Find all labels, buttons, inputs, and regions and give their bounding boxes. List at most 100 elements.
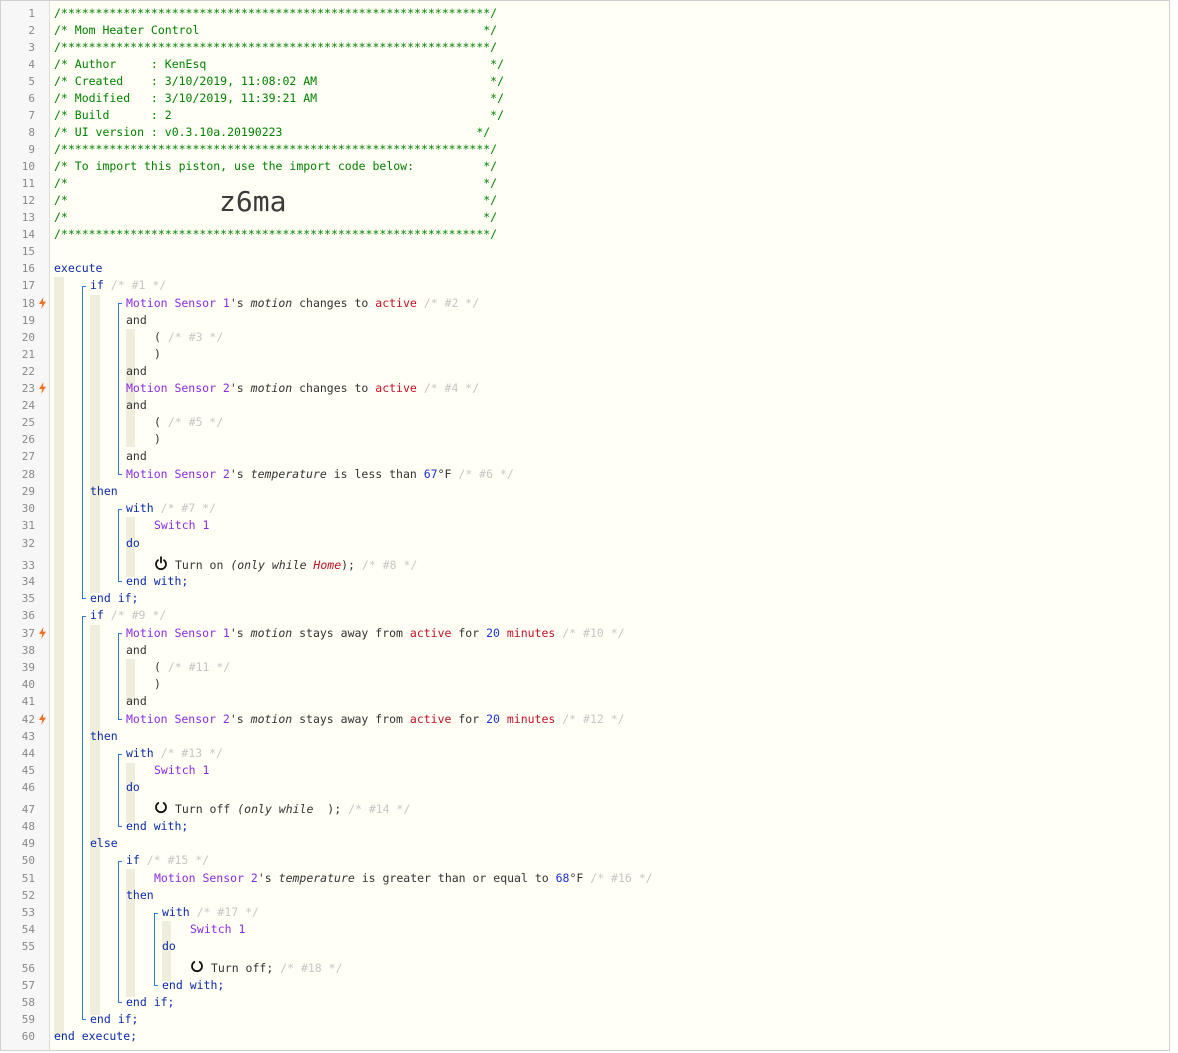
device-motion-sensor-2[interactable]: Motion Sensor 2 (126, 381, 230, 395)
keyword-if[interactable]: if (90, 608, 104, 622)
line-number: 45 (21, 764, 35, 777)
line-number: 21 (21, 348, 35, 361)
keyword-execute[interactable]: execute (54, 261, 103, 275)
keyword-then[interactable]: then (90, 484, 118, 498)
line-number: 42 (21, 713, 35, 726)
keyword-and[interactable]: and (126, 364, 147, 378)
value-active: active (375, 296, 417, 310)
line-number: 28 (21, 468, 35, 481)
device-switch-1[interactable]: Switch 1 (154, 763, 210, 777)
possessive: 's (229, 467, 251, 481)
keyword-and[interactable]: and (126, 313, 147, 327)
if-block-bracket (118, 861, 119, 1003)
code-line-47[interactable]: Turn off (only while ); /* #14 */ (154, 799, 410, 819)
group-close-paren: ) (154, 677, 161, 691)
line-number: 24 (21, 399, 35, 412)
line-number: 26 (21, 433, 35, 446)
bracket-tick (118, 474, 122, 475)
line-number: 22 (21, 365, 35, 378)
keyword-then[interactable]: then (90, 729, 118, 743)
line-number: 3 (28, 41, 35, 54)
keyword-and[interactable]: and (126, 449, 147, 463)
code-line-34: end with; (126, 573, 188, 590)
code-line-42[interactable]: Motion Sensor 2's motion stays away from… (126, 711, 625, 728)
code-line-59: end if; (90, 1011, 138, 1028)
keyword-then[interactable]: then (126, 888, 154, 902)
bracket-tick (154, 913, 158, 914)
device-motion-sensor-1[interactable]: Motion Sensor 1 (126, 626, 230, 640)
keyword-and[interactable]: and (126, 398, 147, 412)
line-number: 47 (21, 803, 35, 816)
statement-comment: /* #1 */ (110, 278, 167, 292)
device-motion-sensor-2[interactable]: Motion Sensor 2 (126, 712, 230, 726)
line-number: 23 (21, 382, 35, 395)
device-switch-1[interactable]: Switch 1 (190, 922, 246, 936)
keyword-with[interactable]: with (162, 905, 190, 919)
keyword-else[interactable]: else (90, 836, 118, 850)
keyword-and[interactable]: and (126, 643, 147, 657)
power-off-icon (154, 800, 168, 820)
code-line-20: ( /* #3 */ (154, 329, 223, 346)
keyword-do[interactable]: do (126, 780, 140, 794)
value-20: 20 (486, 712, 500, 726)
device-motion-sensor-1[interactable]: Motion Sensor 1 (126, 296, 230, 310)
command-turn-off: Turn off; (210, 961, 274, 975)
code-line-33[interactable]: Turn on (only while Home); /* #8 */ (154, 555, 417, 575)
device-motion-sensor-2[interactable]: Motion Sensor 2 (126, 467, 230, 481)
line-number: 60 (21, 1030, 35, 1043)
indent-bar (126, 517, 135, 577)
line-number: 5 (28, 75, 35, 88)
code-line-23[interactable]: Motion Sensor 2's motion changes to acti… (126, 380, 479, 397)
code-line-49: else (90, 835, 118, 852)
code-line-28[interactable]: Motion Sensor 2's temperature is less th… (126, 466, 514, 483)
header-created: /* Created : 3/10/2019, 11:08:02 AM */ (54, 74, 505, 88)
group-open-paren: ( (154, 330, 161, 344)
device-switch-1[interactable]: Switch 1 (154, 518, 210, 532)
keyword-do[interactable]: do (162, 939, 176, 953)
indent-bar (90, 625, 100, 1015)
bracket-tick (118, 719, 122, 720)
keyword-end-with[interactable]: end with; (126, 574, 189, 588)
keyword-with[interactable]: with (126, 746, 154, 760)
code-line-52: then (126, 887, 154, 904)
code-line-37[interactable]: Motion Sensor 1's motion stays away from… (126, 625, 625, 642)
keyword-end-execute[interactable]: end execute; (54, 1029, 138, 1043)
header-author: /* Author : KenEsq */ (54, 57, 505, 71)
statement-comment: /* #8 */ (361, 558, 418, 572)
import-code[interactable]: z6ma (219, 185, 287, 218)
statement-comment: /* #14 */ (348, 802, 411, 816)
operator-text: changes to (292, 296, 376, 310)
code-line-17: if /* #1 */ (90, 277, 166, 294)
code-line-51[interactable]: Motion Sensor 2's temperature is greater… (154, 870, 653, 887)
keyword-with[interactable]: with (126, 501, 154, 515)
line-number: 30 (21, 502, 35, 515)
keyword-end-with[interactable]: end with; (162, 978, 225, 992)
code-line-44: with /* #13 */ (126, 745, 223, 762)
keyword-and[interactable]: and (126, 694, 147, 708)
code-line-41: and (126, 693, 147, 710)
keyword-if[interactable]: if (90, 278, 104, 292)
bracket-tick (154, 985, 158, 986)
operator-text: stays away from (292, 626, 410, 640)
keyword-end-if[interactable]: end if; (90, 1012, 139, 1026)
header-border-3: /***************************************… (54, 142, 498, 156)
keyword-end-if[interactable]: end if; (90, 591, 139, 605)
keyword-if[interactable]: if (126, 853, 140, 867)
keyword-end-if[interactable]: end if; (126, 995, 175, 1009)
unit-minutes: minutes (506, 712, 556, 726)
keyword-end-with[interactable]: end with; (126, 819, 189, 833)
restriction-close: ); (320, 802, 342, 816)
code-line-56[interactable]: Turn off; /* #18 */ (190, 958, 343, 978)
group-open-paren: ( (154, 415, 161, 429)
code-line-48: end with; (126, 818, 188, 835)
indent-bar (90, 295, 100, 593)
operator-text: changes to (292, 381, 376, 395)
keyword-do[interactable]: do (126, 536, 140, 550)
device-motion-sensor-2[interactable]: Motion Sensor 2 (154, 871, 258, 885)
operator-text: is greater than or equal to (354, 871, 556, 885)
code-line-18[interactable]: Motion Sensor 1's motion changes to acti… (126, 295, 479, 312)
for-text: for (451, 712, 487, 726)
command-turn-off: Turn off (174, 802, 238, 816)
bracket-tick (118, 754, 122, 755)
